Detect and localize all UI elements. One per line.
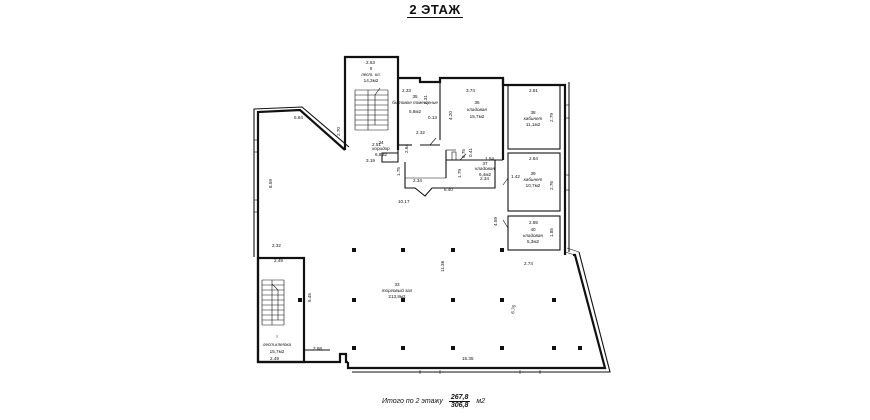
floor-total-unit: м2	[476, 398, 486, 405]
room-area: 213,8м2	[388, 294, 406, 299]
floor-total-label: Итого по 2 этажу	[382, 398, 443, 405]
dim-label: 8.59	[268, 179, 273, 188]
room-area: 5,3м2	[527, 239, 540, 244]
dim-label: 6.76	[510, 304, 517, 314]
room-area: 6,8м2	[375, 152, 388, 157]
room-name: кладовая	[475, 166, 495, 171]
columns	[298, 248, 582, 350]
dim-label: 2.34	[480, 176, 489, 181]
dim-label: 2.49	[270, 356, 279, 361]
dim-label: 1.79	[457, 169, 462, 178]
room-name: лест. кл.	[360, 72, 381, 77]
dim-label: 2.76	[549, 181, 554, 190]
dim-label: 1.85	[549, 228, 554, 237]
wall-ticks	[254, 104, 569, 374]
floor-total: Итого по 2 этажу 267,8 306,8 м2	[382, 394, 485, 409]
stair-I	[256, 256, 330, 364]
dim-label: 2.49	[274, 258, 283, 263]
dim-label: 1.75	[396, 167, 401, 176]
dim-label: 2.31	[423, 95, 428, 104]
room-number: 33	[394, 282, 400, 287]
dim-label: 2.85	[529, 220, 538, 225]
dim-label: 5.84	[294, 115, 303, 120]
floor-total-fraction: 267,8 306,8	[448, 394, 471, 409]
room-number: 39	[530, 171, 536, 176]
dim-label: 2.32	[272, 243, 281, 248]
dimensions: 5.84 2.70 8.59 2.32 2.49 6.45 2.49 2.68 …	[268, 60, 554, 361]
dim-label: 2.51	[372, 142, 381, 147]
room-area: 11,1м2	[526, 122, 541, 127]
room-number: II	[370, 66, 373, 71]
room-area: 15,7м2	[270, 349, 285, 354]
room-area: 10,7м2	[526, 183, 541, 188]
room-labels: 33 торговый зал 213,8м2 34 коридор 6,8м2…	[262, 66, 544, 354]
room-number: 38	[530, 110, 536, 115]
dim-label: 4.59	[493, 217, 498, 226]
dim-label: 0.75	[461, 149, 466, 158]
dim-label: 2.84	[529, 156, 538, 161]
room-number: 36	[474, 100, 480, 105]
room-number: 34	[378, 140, 384, 145]
room-number: 35	[412, 94, 418, 99]
floor-total-bottom: 306,8	[450, 402, 469, 409]
room-area: 15,7м2	[470, 114, 485, 119]
dim-label: 0.41	[468, 148, 473, 157]
dim-label: 0.13	[428, 115, 437, 120]
room-name: кладовая	[523, 233, 543, 238]
outer-walls	[253, 106, 611, 373]
room-name: торговый зал	[382, 287, 413, 293]
corridor-34	[381, 145, 503, 197]
rooms-38-40	[501, 78, 570, 255]
room-number: 37	[482, 161, 488, 166]
dim-label: 10.17	[398, 199, 410, 204]
dim-label: 1.42	[511, 174, 520, 179]
room-name: кабинет	[524, 177, 543, 182]
dim-label: 6.45	[307, 293, 312, 302]
room-name: кладовая	[467, 107, 487, 112]
dim-label: 2.79	[549, 113, 554, 122]
dim-label: 2.70	[336, 127, 341, 136]
room-name: кабинет	[524, 116, 543, 121]
room-area: 14,3м2	[364, 78, 379, 83]
dim-label: 15.35	[462, 356, 474, 361]
room-name: лест.клетка	[262, 342, 292, 347]
dim-label: 2.68	[313, 346, 322, 351]
dim-label: 2.53	[366, 60, 375, 65]
dim-label: 4.20	[448, 111, 453, 120]
room-number: 40	[530, 227, 536, 232]
dim-label: 2.74	[524, 261, 533, 266]
page-title: 2 ЭТАЖ	[407, 2, 463, 18]
dim-label: 2.34	[413, 178, 422, 183]
dim-label: 2.33	[402, 88, 411, 93]
dim-label: 3.74	[466, 88, 475, 93]
room-area: 5,8м2	[409, 109, 422, 114]
dim-label: 2.32	[416, 130, 425, 135]
floor-total-top: 267,8	[448, 394, 471, 402]
room-number: I	[276, 334, 277, 339]
room-name: бытовое помещение	[392, 100, 438, 105]
room-name: коридор	[372, 146, 390, 151]
dim-label: 6.40	[444, 187, 453, 192]
room-area: 6,4м2	[479, 172, 492, 177]
dim-label: 1.54	[485, 156, 494, 161]
dim-label: 2.81	[529, 88, 538, 93]
dim-label: 3.19	[366, 158, 375, 163]
dim-label: 2.64	[404, 144, 409, 153]
dim-label: 11.36	[440, 260, 445, 272]
stair-II	[343, 55, 400, 150]
